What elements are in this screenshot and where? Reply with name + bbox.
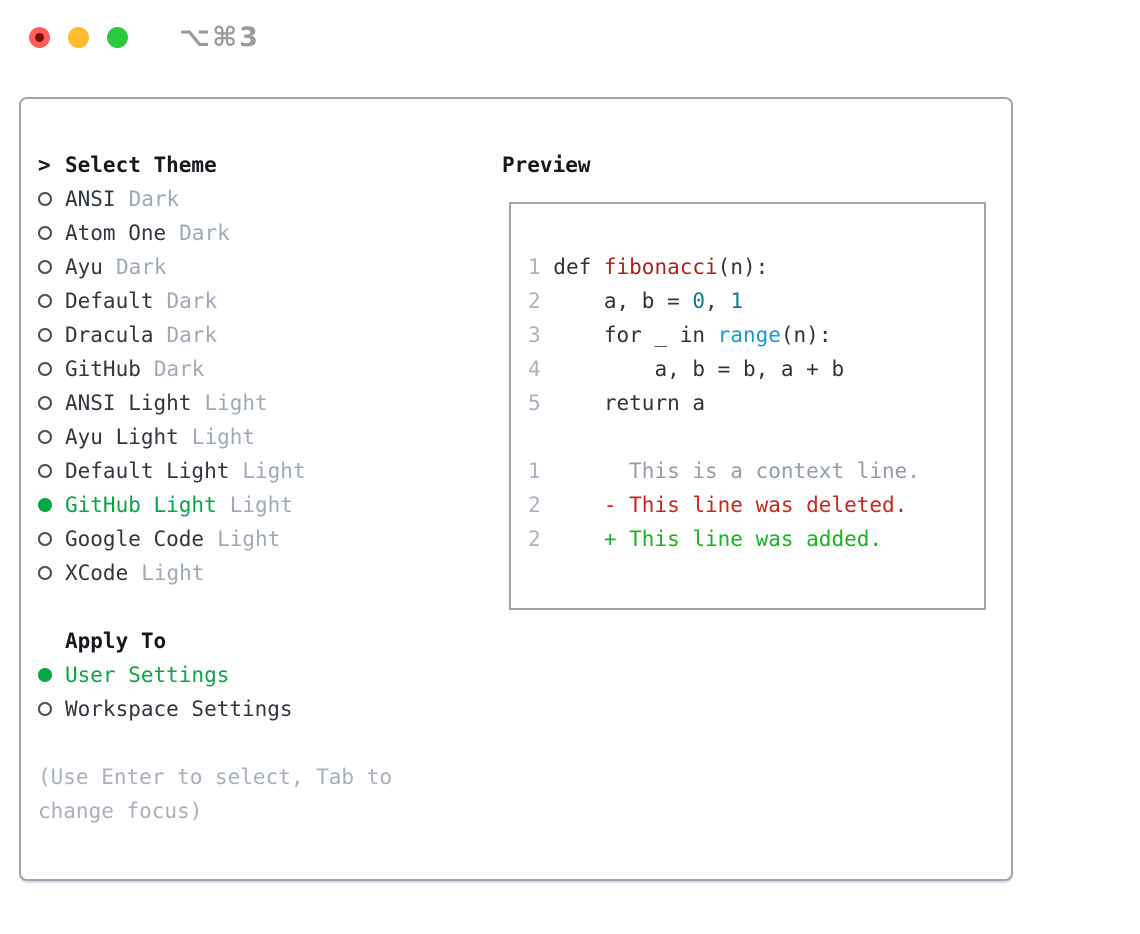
hint-text: (Use Enter to select, Tab to change focu… <box>38 765 393 823</box>
radio-selected-icon <box>38 498 52 512</box>
option-label: Workspace Settings <box>65 697 293 721</box>
option-label: XCode <box>65 561 129 585</box>
apply-to-header: Apply To <box>38 624 502 658</box>
selection-prompt-icon: > <box>38 153 51 177</box>
theme-option-xcode[interactable]: XCode Light <box>38 556 502 590</box>
option-label: GitHub Light <box>65 493 217 517</box>
preview-title: Preview <box>502 153 591 177</box>
variant-badge: Light <box>242 459 306 483</box>
code-line: 4 a, b = b, a + b <box>528 357 845 381</box>
option-label: User Settings <box>65 663 230 687</box>
variant-badge: Light <box>217 527 281 551</box>
code-line <box>528 420 984 454</box>
radio-selected-icon <box>38 668 52 682</box>
code-line: 3 for _ in range(n): <box>528 323 832 347</box>
option-label: GitHub <box>65 357 141 381</box>
apply-option-user-settings[interactable]: User Settings <box>38 658 502 692</box>
theme-option-dracula[interactable]: Dracula Dark <box>38 318 502 352</box>
code-line: 2 a, b = 0, 1 <box>528 289 743 313</box>
titlebar: ⌥⌘3 <box>0 0 1140 74</box>
close-dot-icon <box>35 32 44 42</box>
code-line: 2 + This line was added. <box>528 527 883 551</box>
theme-picker-header: > Select Theme <box>38 148 502 182</box>
theme-option-ayu-light[interactable]: Ayu Light Light <box>38 420 502 454</box>
preview-box: 1 def fibonacci(n): 2 a, b = 0, 1 3 for _ … <box>509 202 986 610</box>
option-label: ANSI <box>65 187 116 211</box>
variant-badge: Dark <box>179 221 230 245</box>
option-label: ANSI Light <box>65 391 192 415</box>
radio-icon <box>38 702 52 716</box>
apply-option-workspace-settings[interactable]: Workspace Settings <box>38 692 502 726</box>
code-line: 1 def fibonacci(n): <box>528 255 769 279</box>
close-button[interactable] <box>29 26 50 48</box>
variant-badge: Light <box>191 425 256 449</box>
theme-option-ayu[interactable]: Ayu Dark <box>38 250 502 284</box>
code-line: 2 - This line was deleted. <box>528 493 908 517</box>
minimize-button[interactable] <box>68 26 89 48</box>
option-label: Ayu Light <box>65 425 179 449</box>
variant-badge: Dark <box>166 289 218 313</box>
code-line: 5 return a <box>528 391 706 415</box>
radio-icon <box>38 260 52 274</box>
radio-icon <box>38 532 52 546</box>
option-label: Atom One <box>65 221 167 245</box>
code-line: 1 This is a context line. <box>528 459 920 483</box>
code-preview: 1 def fibonacci(n): 2 a, b = 0, 1 3 for _ … <box>528 250 984 556</box>
variant-badge: Light <box>141 561 205 585</box>
preview-header: Preview <box>502 148 1011 182</box>
variant-badge: Dark <box>166 323 218 347</box>
option-label: Ayu <box>65 255 103 279</box>
theme-option-default-light[interactable]: Default Light Light <box>38 454 502 488</box>
spacer <box>38 726 502 760</box>
radio-icon <box>38 226 52 240</box>
variant-badge: Light <box>204 391 268 415</box>
radio-icon <box>38 328 52 342</box>
option-label: Default <box>65 289 154 313</box>
variant-badge: Light <box>229 493 293 517</box>
radio-icon <box>38 566 52 580</box>
theme-option-github-light[interactable]: GitHub Light Light <box>38 488 502 522</box>
variant-badge: Dark <box>115 255 167 279</box>
theme-option-ansi-light[interactable]: ANSI Light Light <box>38 386 502 420</box>
preview-pane: Preview 1 def fibonacci(n): 2 a, b = 0, 1… <box>502 148 1011 879</box>
theme-option-ansi[interactable]: ANSI Dark <box>38 182 502 216</box>
option-label: Default Light <box>65 459 230 483</box>
window-shortcut-label: ⌥⌘3 <box>179 21 260 53</box>
theme-option-default[interactable]: Default Dark <box>38 284 502 318</box>
theme-option-google-code[interactable]: Google Code Light <box>38 522 502 556</box>
apply-to-title: Apply To <box>65 629 167 653</box>
option-label: Dracula <box>65 323 154 347</box>
radio-icon <box>38 430 52 444</box>
radio-icon <box>38 294 52 308</box>
option-label: Google Code <box>65 527 205 551</box>
zoom-button[interactable] <box>107 26 128 48</box>
radio-icon <box>38 464 52 478</box>
variant-badge: Dark <box>128 187 180 211</box>
radio-icon <box>38 192 52 206</box>
theme-picker-title: Select Theme <box>65 153 217 177</box>
spacer <box>38 590 502 624</box>
theme-option-github[interactable]: GitHub Dark <box>38 352 502 386</box>
radio-icon <box>38 362 52 376</box>
radio-icon <box>38 396 52 410</box>
theme-option-atom-one[interactable]: Atom One Dark <box>38 216 502 250</box>
variant-badge: Dark <box>153 357 205 381</box>
